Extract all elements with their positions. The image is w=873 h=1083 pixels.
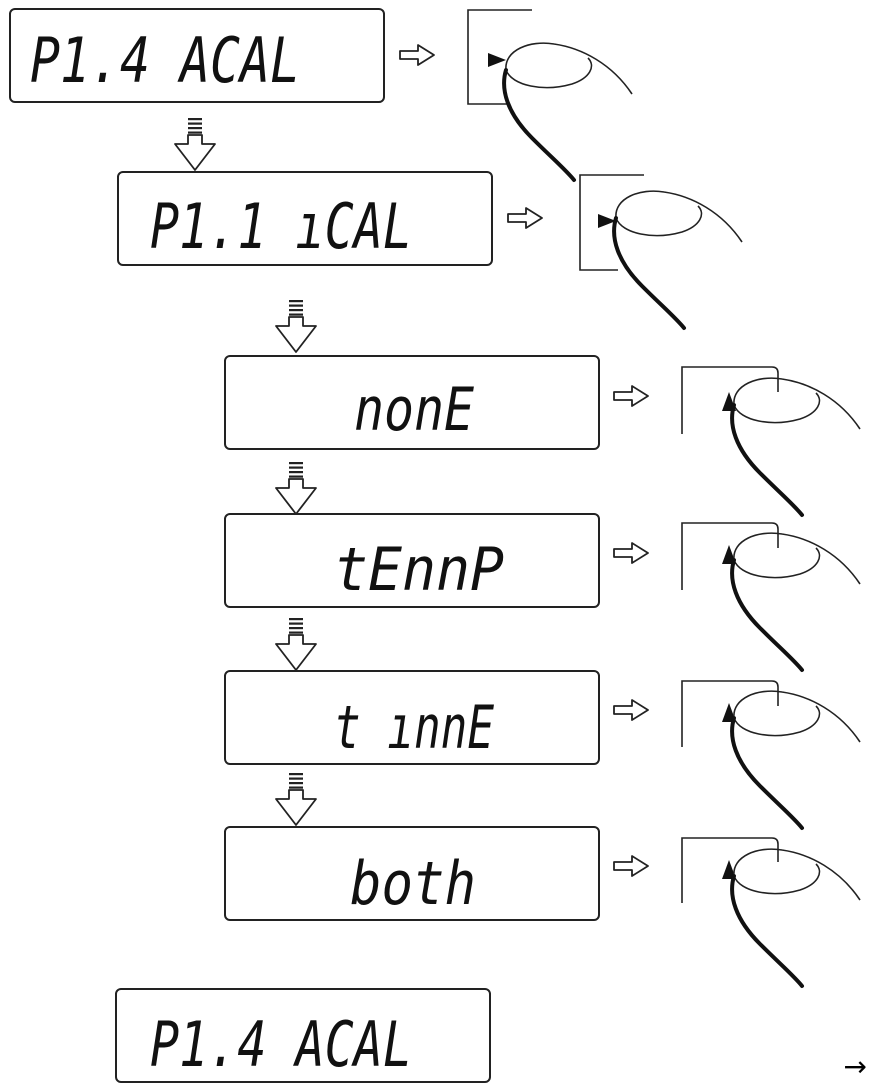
lcd-text-result: P1.4 ACAL bbox=[150, 1008, 412, 1081]
hollow-arrow-right-icon bbox=[613, 385, 649, 407]
hollow-arrow-right-icon bbox=[613, 542, 649, 564]
right-key-press-2 bbox=[579, 174, 744, 330]
lcd-display-p1-4-acal: P1.4 ACAL bbox=[9, 8, 385, 103]
right-triangle-key-icon bbox=[598, 214, 616, 228]
lcd-display-option-both: both bbox=[224, 826, 600, 921]
hollow-arrow-down-icon bbox=[275, 461, 317, 515]
lcd-display-result-p1-4-acal: P1.4 ACAL bbox=[115, 988, 491, 1083]
up-key-press-2 bbox=[681, 522, 862, 672]
hollow-arrow-down-icon bbox=[275, 617, 317, 671]
trailing-arrow-glyph: → bbox=[843, 1050, 867, 1083]
lcd-text-option-time: t ınnE bbox=[334, 693, 494, 763]
hollow-arrow-down-icon bbox=[275, 299, 317, 353]
up-key-press-3 bbox=[681, 680, 862, 830]
lcd-display-p1-1-ical: P1.1 ıCAL bbox=[117, 171, 493, 266]
hollow-arrow-right-icon bbox=[613, 699, 649, 721]
up-key-press-1 bbox=[681, 366, 862, 517]
lcd-display-option-temp: tEnnP bbox=[224, 513, 600, 608]
lcd-text-option-none: nonE bbox=[354, 375, 474, 445]
hollow-arrow-right-icon bbox=[613, 855, 649, 877]
lcd-text-step1: P1.4 ACAL bbox=[30, 24, 300, 97]
hollow-arrow-right-icon bbox=[507, 207, 543, 229]
lcd-display-option-time: t ınnE bbox=[224, 670, 600, 765]
lcd-text-option-both: both bbox=[350, 849, 476, 919]
lcd-display-option-none: nonE bbox=[224, 355, 600, 450]
hollow-arrow-right-icon bbox=[399, 44, 435, 66]
right-triangle-key-icon bbox=[488, 53, 506, 67]
up-key-press-4 bbox=[681, 837, 862, 988]
hollow-arrow-down-icon bbox=[275, 772, 317, 826]
up-triangle-key-icon bbox=[722, 860, 736, 879]
lcd-text-step2: P1.1 ıCAL bbox=[150, 190, 412, 263]
hollow-arrow-down-icon bbox=[174, 117, 216, 171]
finger-press-icon bbox=[502, 41, 634, 182]
right-key-press-1 bbox=[467, 9, 634, 182]
lcd-text-option-temp: tEnnP bbox=[334, 535, 504, 605]
